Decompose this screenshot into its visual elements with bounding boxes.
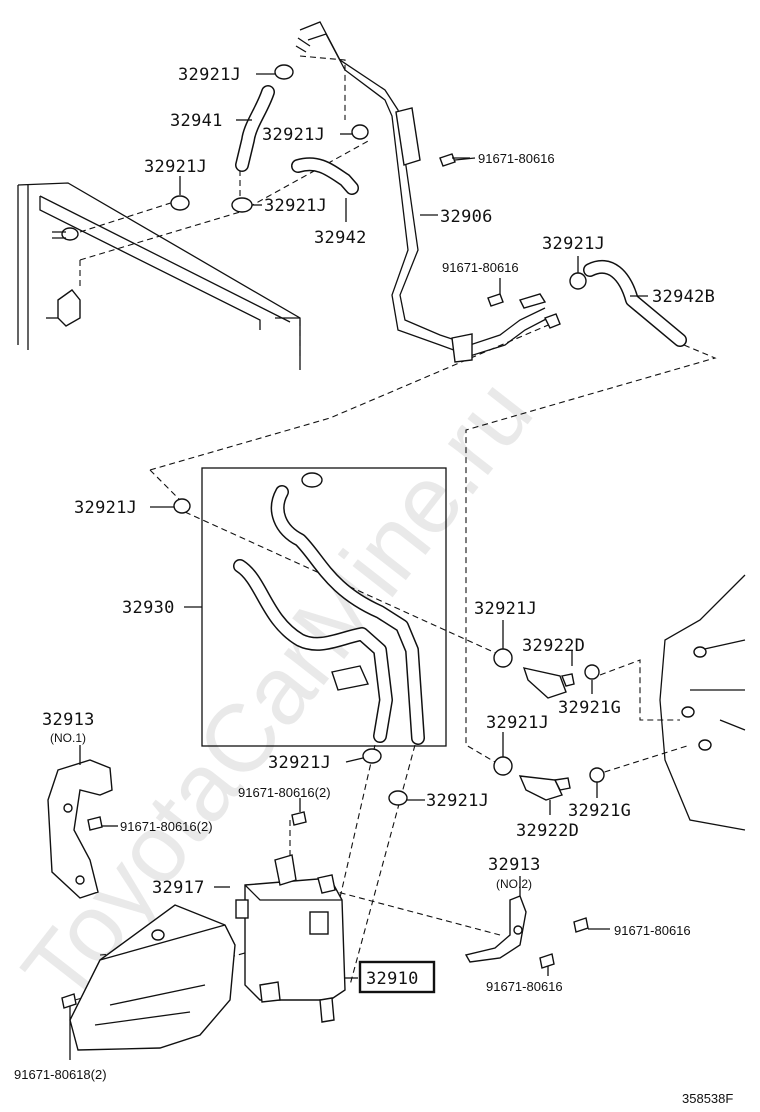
part-32942B-hose — [583, 259, 687, 347]
engine-outline — [659, 574, 746, 831]
part-labels[interactable]: 32921J 32941 32921J 32921J 32921J 32942 … — [14, 65, 715, 1082]
label-32921J-c[interactable]: 32921J — [144, 157, 207, 177]
radiator-outline — [17, 182, 301, 370]
label-91671-80616-c[interactable]: 91671-80616 — [614, 923, 691, 938]
part-32930-hoses — [233, 472, 425, 745]
label-32921G-a[interactable]: 32921G — [558, 698, 621, 718]
label-32930[interactable]: 32930 — [122, 598, 175, 618]
label-32921J-b[interactable]: 32921J — [262, 125, 325, 145]
connector-32922D-icon — [493, 648, 605, 801]
label-32942B[interactable]: 32942B — [652, 287, 715, 307]
diagram-code: 358538F — [682, 1091, 733, 1106]
part-32913-bracket-1 — [47, 759, 113, 899]
label-32913-b-sub: (NO.2) — [496, 877, 532, 891]
label-32921J-a[interactable]: 32921J — [178, 65, 241, 85]
part-32910-cooler — [235, 854, 346, 1023]
label-32921J-j[interactable]: 32921J — [426, 791, 489, 811]
label-32921J-i[interactable]: 32921J — [268, 753, 331, 773]
part-32906-pipe — [295, 21, 561, 363]
label-91671-80616-2-b[interactable]: 91671-80616(2) — [120, 819, 213, 834]
label-32906[interactable]: 32906 — [440, 207, 493, 227]
label-32921J-f[interactable]: 32921J — [74, 498, 137, 518]
label-32921J-e[interactable]: 32921J — [542, 234, 605, 254]
part-32917-cover — [69, 904, 236, 1051]
part-32941-hose — [235, 85, 275, 172]
label-32922D-b[interactable]: 32922D — [516, 821, 579, 841]
clamp-32921J-lower-icon — [362, 748, 408, 806]
label-91671-80616-a[interactable]: 91671-80616 — [478, 151, 555, 166]
label-91671-80616-2-a[interactable]: 91671-80616(2) — [238, 785, 331, 800]
label-32942[interactable]: 32942 — [314, 228, 367, 248]
label-32941[interactable]: 32941 — [170, 111, 223, 131]
label-32921G-b[interactable]: 32921G — [568, 801, 631, 821]
label-91671-80616-b[interactable]: 91671-80616 — [442, 260, 519, 275]
label-91671-80618-2[interactable]: 91671-80618(2) — [14, 1067, 107, 1082]
clamp-32921J-icon — [170, 64, 587, 514]
label-32910[interactable]: 32910 — [366, 969, 419, 989]
part-32942-hose — [291, 157, 359, 195]
label-32922D-a[interactable]: 32922D — [522, 636, 585, 656]
label-32921J-h[interactable]: 32921J — [486, 713, 549, 733]
label-32913-a[interactable]: 32913 — [42, 710, 95, 730]
leader-lines — [69, 73, 648, 1060]
label-32921J-d[interactable]: 32921J — [264, 196, 327, 216]
highlight-box-32910 — [358, 960, 436, 994]
label-32913-b[interactable]: 32913 — [488, 855, 541, 875]
label-91671-80616-d[interactable]: 91671-80616 — [486, 979, 563, 994]
label-32913-a-sub: (NO.1) — [50, 731, 86, 745]
label-32917[interactable]: 32917 — [152, 878, 205, 898]
label-32921J-g[interactable]: 32921J — [474, 599, 537, 619]
part-32913-bracket-2 — [464, 895, 527, 963]
bolt-icon — [61, 153, 589, 1009]
